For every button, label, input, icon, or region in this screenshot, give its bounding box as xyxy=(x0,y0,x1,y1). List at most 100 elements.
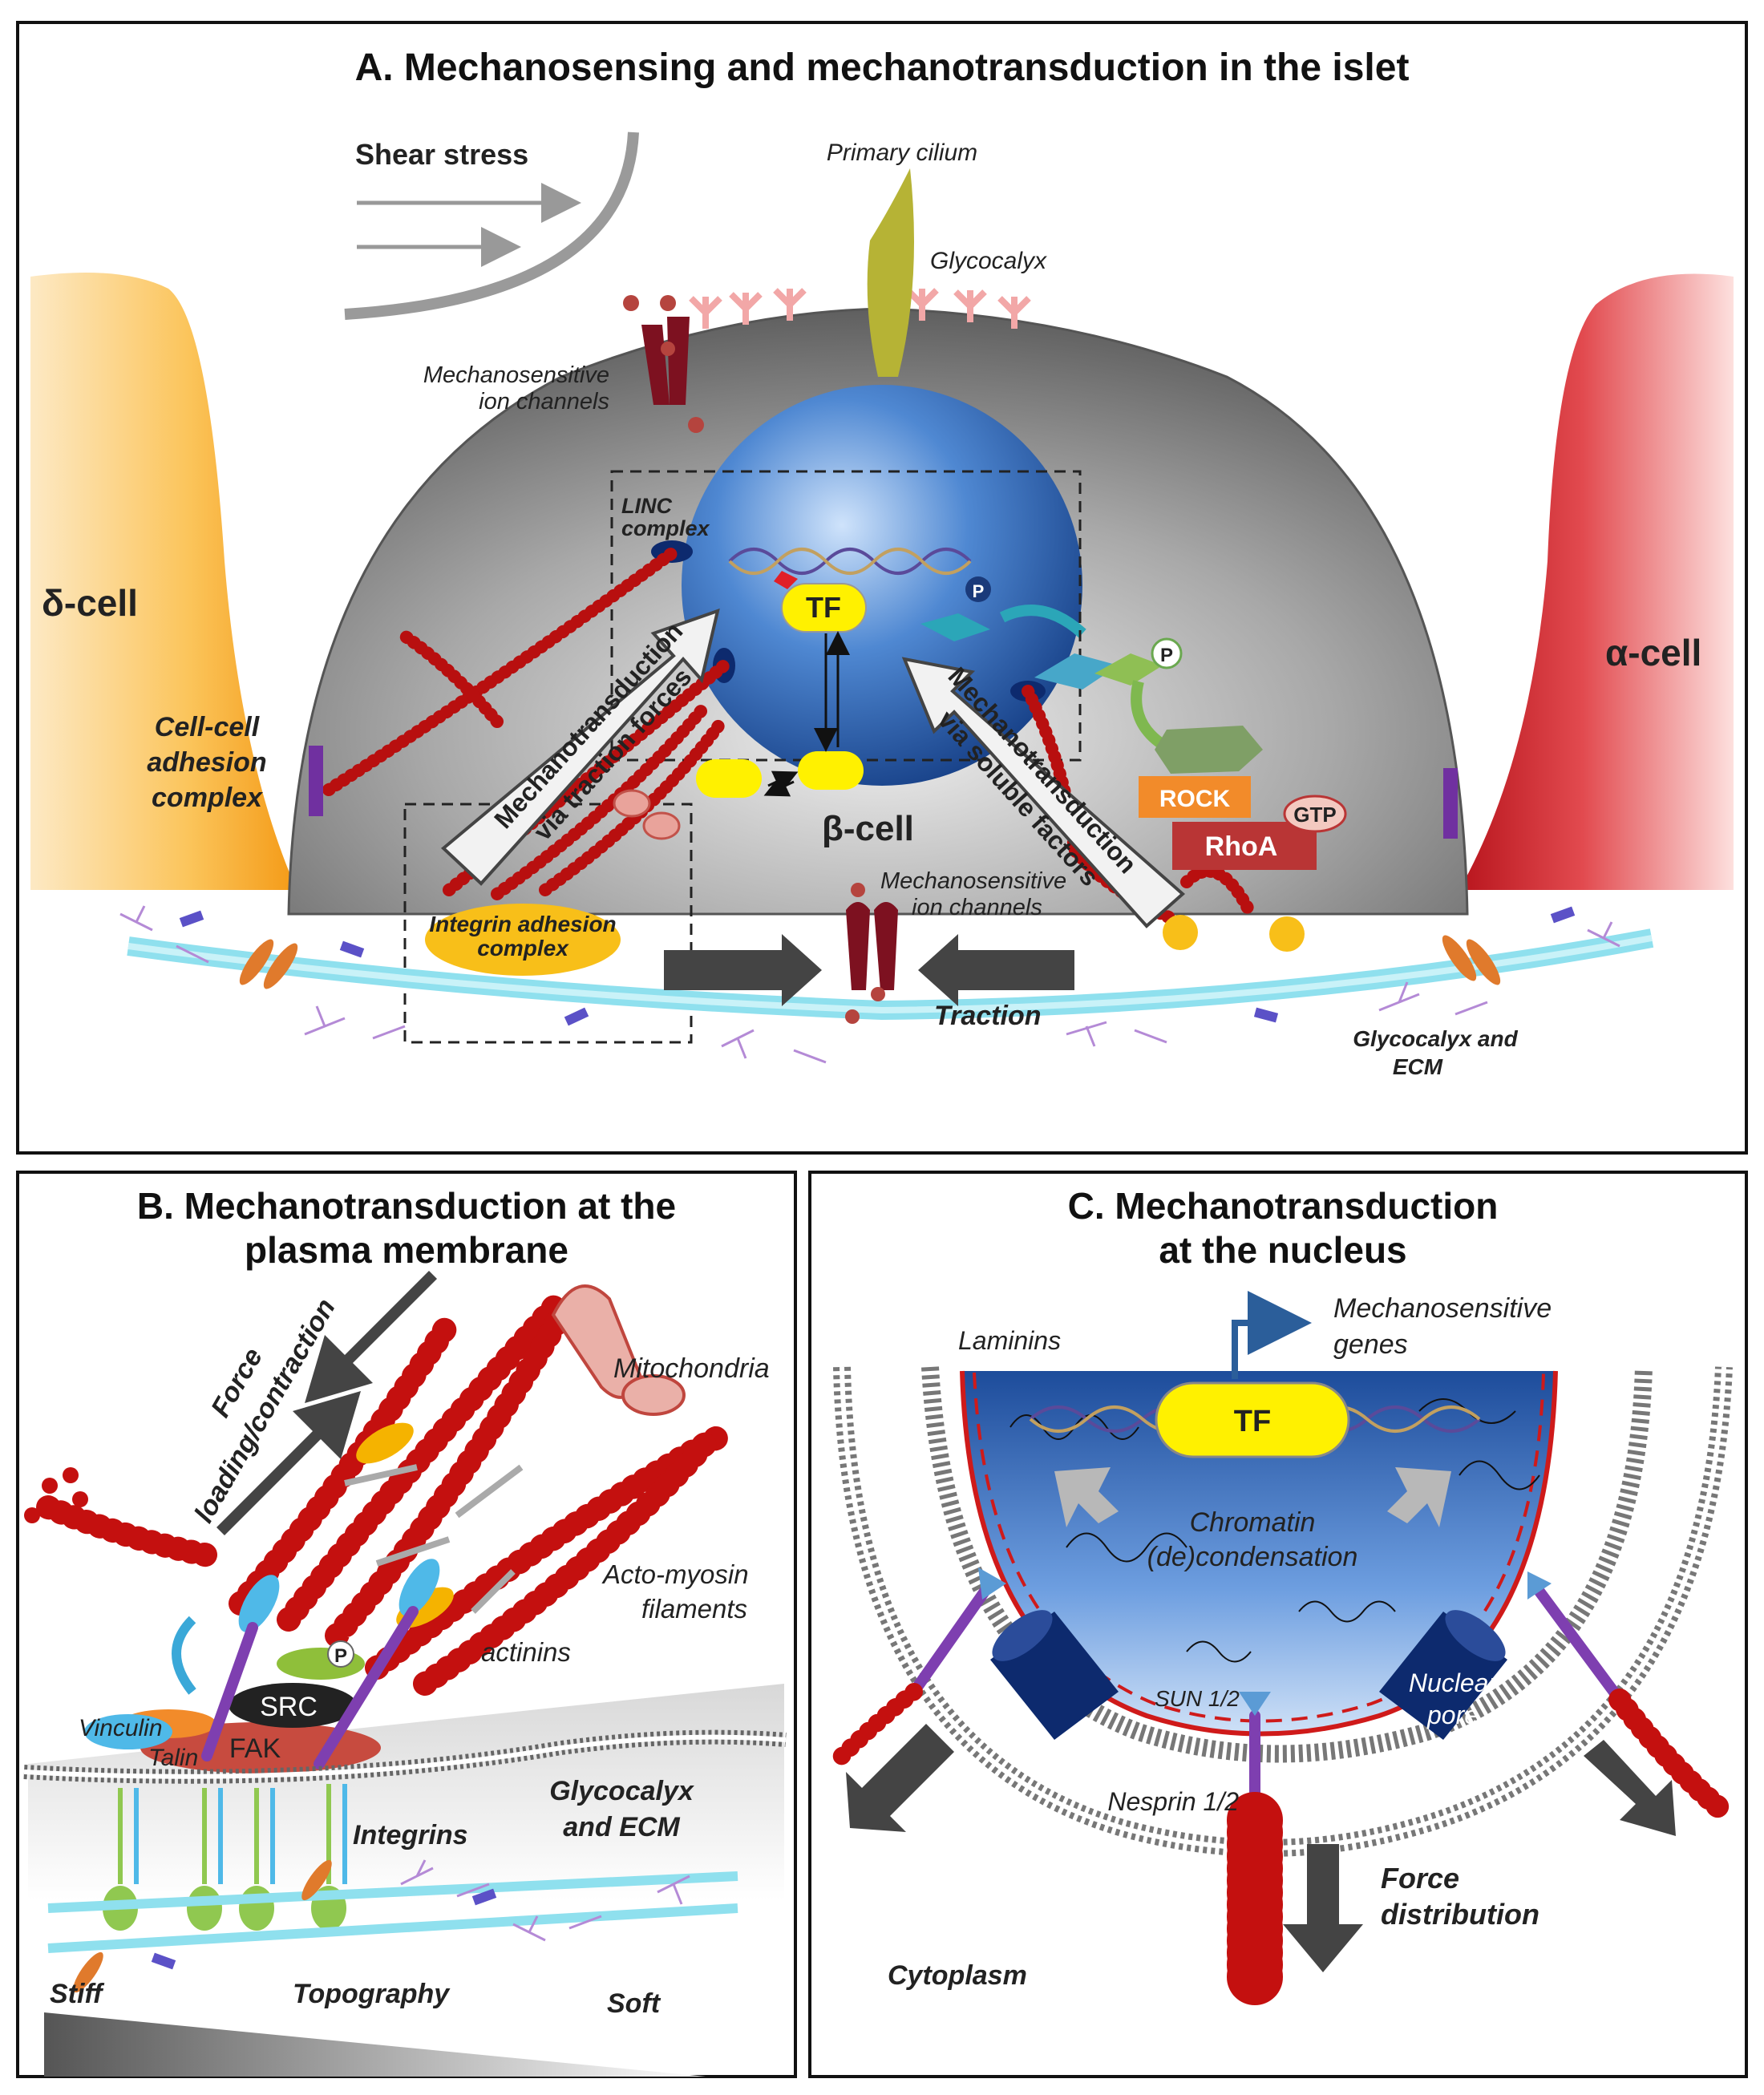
integrin-dot-2 xyxy=(1269,916,1305,952)
primary-cilium xyxy=(867,168,914,377)
nesprin-label: Nesprin 1/2 xyxy=(1107,1787,1239,1816)
stiffness-gradient xyxy=(44,2012,706,2077)
phospho-badge-b xyxy=(327,1640,354,1668)
alpha-cell-shape xyxy=(1459,273,1734,890)
gtp-label: GTP xyxy=(1293,803,1336,827)
adhesion-bar-left xyxy=(309,746,323,816)
signal-arrow-left xyxy=(763,775,795,797)
shear-stress-label: Shear stress xyxy=(355,138,528,171)
vinculin-link xyxy=(172,1616,196,1695)
mitochondria-a xyxy=(613,789,681,840)
glycocalyx-ecm-a-line1: Glycocalyx and xyxy=(1353,1026,1518,1051)
force-distribution-line1: Force xyxy=(1381,1862,1459,1895)
glycocalyx-ecm-b-line1: Glycocalyx xyxy=(549,1776,695,1806)
delta-cell-shape xyxy=(30,273,297,890)
panel-a-title: A. Mechanosensing and mechanotransductio… xyxy=(355,47,1410,89)
mitochondria-b xyxy=(551,1284,686,1416)
ecm-glycans xyxy=(119,905,1620,1064)
phospho-badge-a1 xyxy=(965,576,991,602)
phospho-badge-a2 xyxy=(1151,637,1183,669)
ecm-fibre-highlight xyxy=(127,935,1653,1014)
talin-rods xyxy=(201,1606,419,1769)
ecm-proteins xyxy=(179,906,1576,1026)
chromatin-line2: (de)condensation xyxy=(1147,1542,1358,1572)
nuclear-pore-right xyxy=(1379,1610,1507,1740)
vinculin-shape xyxy=(84,1714,172,1749)
tf-oval-c xyxy=(1155,1381,1350,1458)
phospho-protein-nucleus xyxy=(920,613,990,641)
force-arrow-c-right xyxy=(1584,1740,1676,1836)
integrin-dot-1 xyxy=(1163,915,1198,950)
ecm-fibrils-b xyxy=(73,1859,332,1993)
adhesion-bar-right xyxy=(1443,768,1458,839)
signal-protein-2 xyxy=(1094,653,1163,686)
panel-b-title-line1: B. Mechanotransduction at the xyxy=(137,1185,676,1227)
signal-oval-right xyxy=(798,751,864,790)
talin-heads xyxy=(238,1559,440,1632)
phospho-label-a1: P xyxy=(973,581,985,601)
actin-loose-beads xyxy=(24,1467,88,1523)
chromatin-arrow-left xyxy=(1054,1467,1119,1527)
nucleus xyxy=(682,385,1082,786)
mechanosensitive-genes-line2: genes xyxy=(1333,1329,1408,1360)
cell-cell-adhesion-line2: adhesion xyxy=(147,747,266,778)
zoom-box-nucleus xyxy=(610,470,1082,762)
force-distribution-line2: distribution xyxy=(1381,1898,1539,1931)
integrin-adhesion-line2: complex xyxy=(477,936,569,961)
linc-complex-line1: LINC xyxy=(621,494,672,518)
lamina-strand xyxy=(973,1372,1545,1723)
tf-label-c: TF xyxy=(1234,1405,1271,1438)
sun-label: SUN 1/2 xyxy=(1155,1686,1240,1711)
force-arrow-c-down xyxy=(1283,1844,1363,1972)
integrins-beta xyxy=(134,1784,347,1884)
beta-cell-label: β-cell xyxy=(822,809,914,848)
rhoa-label: RhoA xyxy=(1205,831,1278,862)
nuclear-pore-left xyxy=(990,1610,1119,1740)
panel-b-title-line2: plasma membrane xyxy=(245,1229,568,1271)
glycocalyx-ecm-a-line2: ECM xyxy=(1393,1054,1443,1079)
actomyosin-line2: filaments xyxy=(641,1594,747,1624)
phospho-label-a2: P xyxy=(1160,645,1173,666)
soft-label: Soft xyxy=(607,1988,662,2019)
glycocalyx-ecm-b-line2: and ECM xyxy=(563,1812,680,1842)
actinins-label: actinins xyxy=(481,1637,571,1667)
ion-channels-top-line2: ion channels xyxy=(479,389,609,415)
cell-cell-adhesion-line1: Cell-cell xyxy=(155,712,261,742)
mechanosensitive-genes-line1: Mechanosensitive xyxy=(1333,1293,1552,1324)
dna-binding-marker xyxy=(774,571,798,589)
nuclear-import-arrow xyxy=(999,605,1086,638)
dna-helix xyxy=(728,548,972,575)
gene-expression-arrow xyxy=(1232,1291,1312,1379)
traction-arrow-right xyxy=(918,934,1074,1006)
ion-channels-top-line1: Mechanosensitive xyxy=(423,362,609,388)
cytoplasm-label: Cytoplasm xyxy=(888,1960,1027,1991)
plasma-membrane-b-core xyxy=(23,1734,787,1779)
actomyosin-line1: Acto-myosin xyxy=(601,1559,749,1589)
zoom-box-membrane xyxy=(403,803,693,1044)
src-oval xyxy=(229,1683,357,1728)
traction-label: Traction xyxy=(934,1001,1042,1031)
ecm-proteins-b xyxy=(151,1888,497,1970)
phospho-label-b: P xyxy=(334,1645,347,1667)
rhoa-box xyxy=(1172,822,1317,870)
cell-cell-adhesion-line3: complex xyxy=(152,783,264,813)
rock-label: ROCK xyxy=(1159,786,1231,812)
fak-label: FAK xyxy=(229,1733,281,1764)
signal-protein-1 xyxy=(1034,653,1119,690)
stiff-label: Stiff xyxy=(50,1979,105,2009)
glycocalyx-label: Glycocalyx xyxy=(930,248,1047,274)
force-arrow-c-left xyxy=(846,1724,954,1832)
tf-oval-a xyxy=(781,583,867,633)
nuclear-pore-line2: pore xyxy=(1426,1701,1479,1729)
rock-box xyxy=(1139,776,1251,818)
ion-channel-top xyxy=(623,295,704,433)
ecm-glycans-b xyxy=(400,1859,690,1942)
integrin-adhesion-line1: Integrin adhesion xyxy=(429,912,616,936)
effector-hexagon xyxy=(1155,726,1263,774)
talin-label: Talin xyxy=(148,1745,198,1771)
tf-label-a: TF xyxy=(806,591,841,624)
integrin-adhesion-complex xyxy=(425,904,621,976)
soluble-factors-arrow xyxy=(901,657,1186,928)
panel-c-title-line1: C. Mechanotransduction xyxy=(1068,1185,1499,1227)
